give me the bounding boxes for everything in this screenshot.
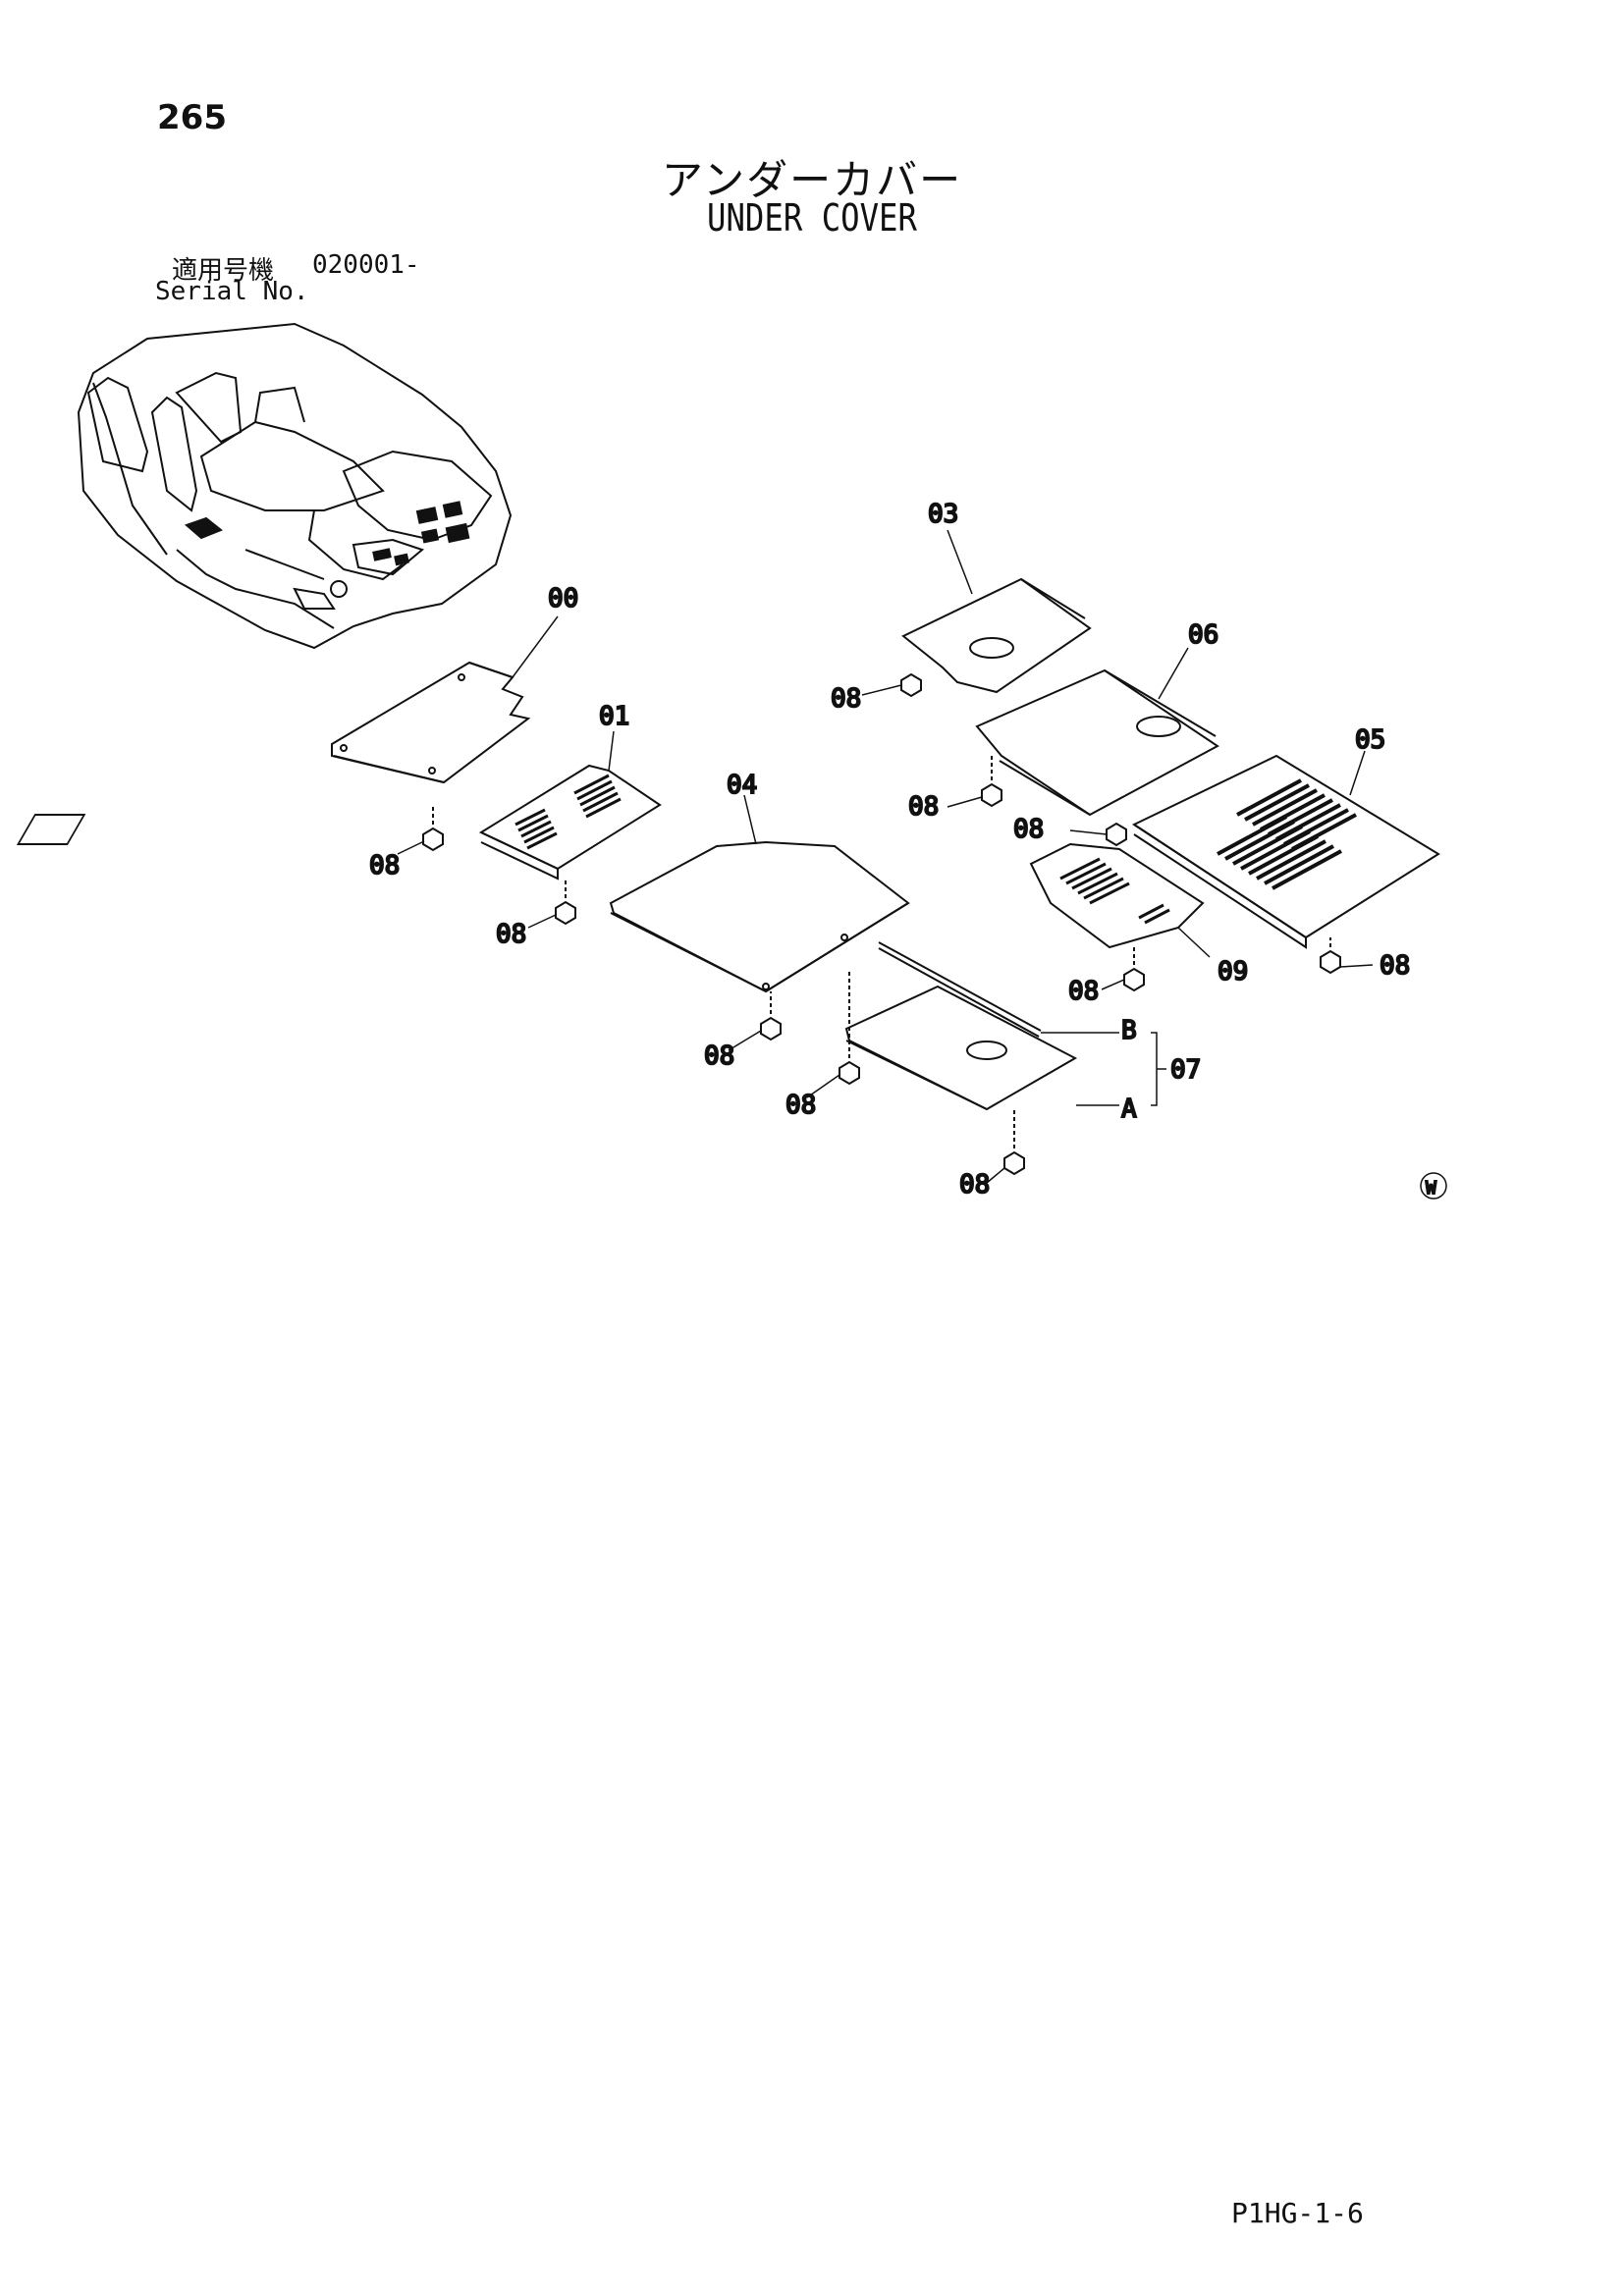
callout-01: 01 — [599, 702, 629, 731]
callout-08-g: 08 — [908, 792, 939, 822]
bolt-08-b — [555, 881, 576, 926]
part-00-plate — [331, 661, 531, 784]
callout-08-i: 08 — [1068, 977, 1099, 1006]
callout-05: 05 — [1355, 725, 1385, 755]
part-01-vented-cover — [16, 764, 662, 881]
callout-08-h: 08 — [1013, 815, 1044, 844]
bolt-08-d — [839, 972, 860, 1086]
footer-page-code: P1HG-1-6 — [1231, 2197, 1364, 2229]
callout-07: 07 — [1170, 1055, 1201, 1085]
page-number: 265 — [157, 98, 227, 137]
leader-lines — [397, 529, 1374, 1184]
part-03-plate — [901, 577, 1092, 694]
bolt-08-c — [760, 991, 782, 1041]
callout-08-b: 08 — [496, 920, 526, 949]
callout-08-f: 08 — [831, 684, 861, 714]
callout-06: 06 — [1188, 620, 1218, 650]
watermark-letter: W — [1426, 1178, 1436, 1199]
page-title-japanese: アンダーカバー — [661, 156, 963, 204]
callout-08-j: 08 — [1380, 951, 1410, 981]
callout-09: 09 — [1218, 957, 1248, 987]
bolt-08-g — [981, 756, 1002, 808]
callout-00: 00 — [548, 584, 578, 614]
part-05-vented-cover — [1131, 754, 1440, 949]
callout-04: 04 — [727, 771, 757, 800]
part-09-vented-cover — [1029, 842, 1205, 949]
bolt-group — [422, 672, 1341, 1176]
callout-08-e: 08 — [959, 1170, 990, 1200]
callout-08-c: 08 — [704, 1041, 734, 1071]
part-04-plate — [609, 840, 910, 993]
bolt-08-f — [900, 672, 922, 698]
part-06-plate — [975, 668, 1219, 817]
callout-a: A — [1121, 1095, 1137, 1124]
part-07-plate — [844, 941, 1078, 1111]
bolt-08-e — [1003, 1109, 1025, 1176]
page-title-english: UNDER COVER — [707, 196, 917, 240]
bolt-08-i — [1123, 947, 1145, 992]
bolt-08-h — [1106, 822, 1127, 847]
bolt-08-a — [422, 807, 444, 852]
bolt-08-j — [1320, 937, 1341, 975]
callout-08-a: 08 — [369, 851, 400, 881]
watermark-circle-w: W — [1420, 1172, 1447, 1200]
callout-08-d: 08 — [785, 1091, 816, 1120]
callout-b: B — [1121, 1016, 1137, 1045]
serial-label-japanese: 適用号機 — [172, 256, 275, 286]
serial-label-english: Serial No. — [155, 277, 309, 306]
serial-number-value: 020001- — [312, 250, 420, 280]
machine-overview-illustration — [77, 322, 513, 650]
callout-03: 03 — [928, 500, 958, 529]
